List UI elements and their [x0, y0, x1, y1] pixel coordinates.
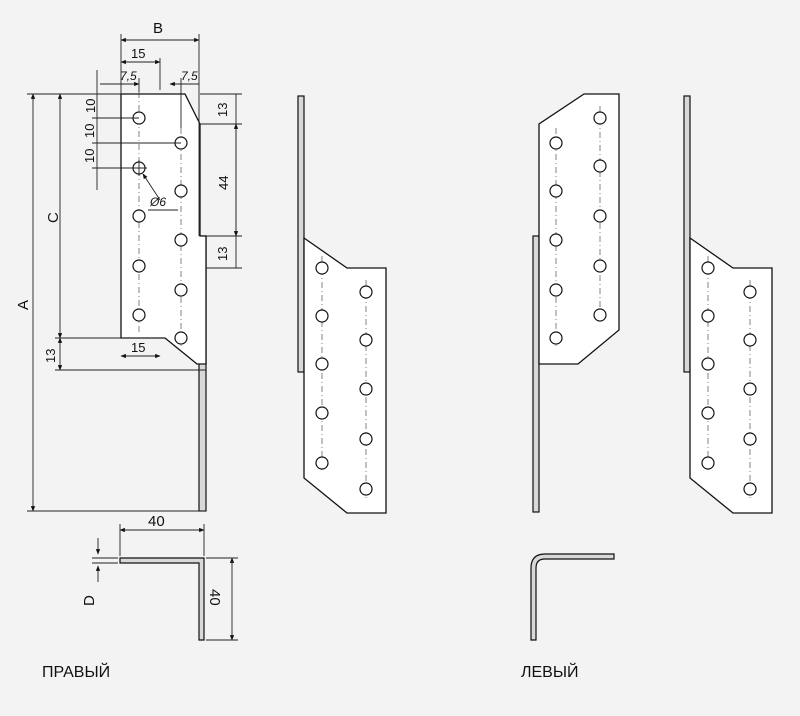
hole	[359, 382, 373, 396]
angle-profile	[530, 553, 615, 641]
hole	[359, 333, 373, 347]
dim-13-right-label: 13	[215, 247, 230, 261]
hole	[593, 111, 607, 125]
hole	[593, 209, 607, 223]
plate-edge	[683, 95, 691, 373]
hole	[593, 308, 607, 322]
dim-d-label: D	[81, 595, 98, 606]
hole	[132, 209, 146, 223]
dimension-labels: B 15 7,5 7,5 A C 13 15 10 10 10 Ø6 13 44…	[15, 20, 231, 363]
left-bracket-side-view	[683, 95, 773, 514]
hole	[315, 261, 329, 275]
dim-15-bottom-label: 15	[131, 340, 145, 355]
right-bracket-section: 40 40 D	[81, 513, 238, 641]
dim-diameter-label: Ø6	[149, 195, 166, 209]
hole	[174, 184, 188, 198]
plate-outline	[538, 93, 620, 365]
hole	[132, 259, 146, 273]
dim-10-label: 10	[82, 149, 97, 163]
hole	[315, 456, 329, 470]
hole	[549, 233, 563, 247]
plate-outline	[303, 236, 387, 514]
hole	[359, 432, 373, 446]
dim-13-bottom-label: 13	[43, 349, 58, 363]
hole	[174, 331, 188, 345]
caption-left: ЛЕВЫЙ	[521, 662, 579, 681]
hole	[359, 285, 373, 299]
plate-edge	[532, 235, 540, 513]
plate-outline	[689, 236, 773, 514]
plate-edge	[297, 95, 305, 373]
plate-outline	[120, 93, 207, 365]
caption-right: ПРАВЫЙ	[42, 662, 110, 681]
hole	[174, 233, 188, 247]
dim-c-label: C	[45, 212, 62, 223]
hole	[593, 259, 607, 273]
dim-b-label: B	[153, 20, 163, 37]
hole	[132, 308, 146, 322]
hole	[315, 406, 329, 420]
hole	[701, 456, 715, 470]
dim-15-top-label: 15	[131, 46, 145, 61]
hole	[549, 136, 563, 150]
hole	[743, 382, 757, 396]
dim-7-5-left-label: 7,5	[120, 69, 137, 83]
dimension-lines	[27, 34, 242, 512]
hole	[593, 159, 607, 173]
dim-13-top-right-label: 13	[215, 103, 230, 117]
angle-profile	[119, 557, 205, 641]
dim-44-label: 44	[216, 176, 231, 190]
hole	[701, 406, 715, 420]
left-bracket-section	[530, 553, 615, 641]
hole	[549, 283, 563, 297]
hole	[549, 331, 563, 345]
left-bracket-front-view	[532, 93, 620, 513]
right-bracket-side-view	[297, 95, 387, 514]
hole	[359, 482, 373, 496]
hole	[701, 261, 715, 275]
hole	[743, 482, 757, 496]
hole	[701, 357, 715, 371]
dim-40-side-label: 40	[206, 589, 223, 606]
hole	[315, 309, 329, 323]
dim-10-label: 10	[83, 99, 98, 113]
hole	[315, 357, 329, 371]
hole	[743, 432, 757, 446]
hole	[743, 333, 757, 347]
dim-40-top-label: 40	[148, 513, 165, 530]
hole	[743, 285, 757, 299]
dim-10-label: 10	[82, 124, 97, 138]
dim-a-label: A	[15, 300, 32, 310]
hole	[549, 184, 563, 198]
hole	[174, 283, 188, 297]
dim-7-5-right-label: 7,5	[181, 69, 198, 83]
hole	[701, 309, 715, 323]
right-bracket-front-view	[120, 92, 207, 512]
